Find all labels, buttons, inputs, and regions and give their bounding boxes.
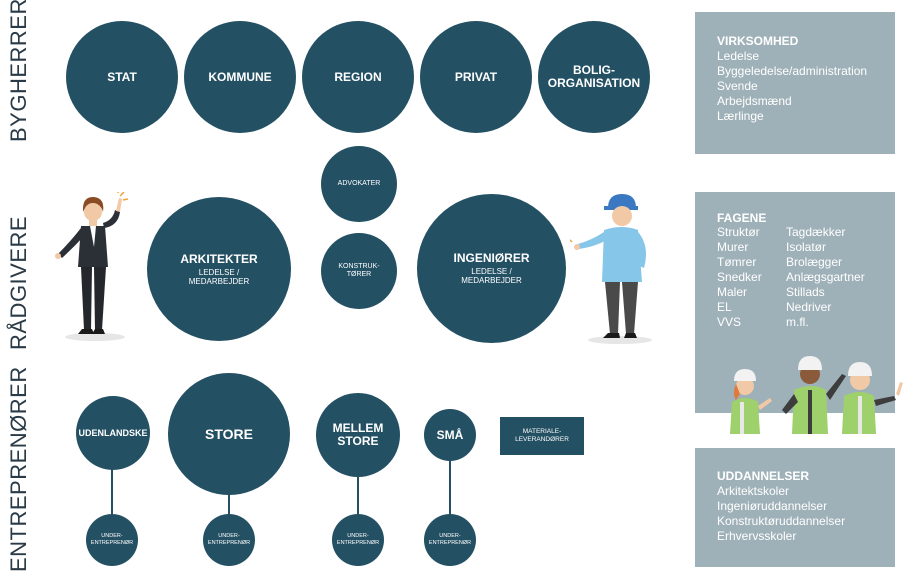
ingenioerer-sub: LEDELSE / MEDARBEJDER — [461, 267, 522, 285]
arkitekter-sub: LEDELSE / MEDARBEJDER — [188, 267, 250, 286]
circle-privat: PRIVAT — [420, 21, 532, 133]
label-entreprenoerer: ENTREPRENØRER — [6, 366, 31, 572]
fagene-col2: Tagdækker Isolatør Brolægger Anlægsgartn… — [786, 225, 865, 330]
fag-item: Brolægger — [786, 255, 843, 269]
circle-underentreprenoer-4: UNDER- ENTREPRENØR — [424, 514, 476, 566]
virksomhed-item: Ledelse — [717, 49, 760, 63]
advokater-label: ADVOKATER — [337, 180, 381, 187]
connector-udenlandske — [111, 468, 113, 516]
workers-illustration — [730, 356, 903, 434]
kommune-label: KOMMUNE — [208, 69, 272, 84]
fag-item: Isolatør — [786, 240, 827, 254]
fag-item: Anlægsgartner — [786, 270, 865, 284]
privat-label: PRIVAT — [454, 69, 498, 84]
virksomhed-item: Lærlinge — [717, 109, 764, 123]
circle-udenlandske: UDENLANDSKE — [76, 396, 150, 470]
underentreprenoer-label: UNDER- ENTREPRENØR — [207, 533, 251, 546]
label-raadgivere: RÅDGIVERE — [6, 215, 31, 350]
smaa-label: SMÅ — [436, 427, 464, 442]
circle-boligorganisation: BOLIG- ORGANISATION — [538, 21, 650, 133]
circle-stat: STAT — [66, 21, 178, 133]
circle-ingenioerer: INGENIØRER LEDELSE / MEDARBEJDER — [417, 194, 566, 343]
materiale-leverandoerer-box: MATERIALE- LEVERANDØRER — [500, 417, 584, 455]
fagene-col1: Struktør Murer Tømrer Snedker Maler EL V… — [717, 225, 786, 330]
store-label: STORE — [205, 425, 253, 442]
connector-smaa — [449, 459, 451, 516]
underentreprenoer-label: UNDER- ENTREPRENØR — [90, 533, 134, 546]
fag-item: Murer — [717, 240, 749, 254]
underentreprenoer-label: UNDER- ENTREPRENØR — [336, 533, 380, 546]
fag-item: VVS — [717, 315, 742, 329]
circle-underentreprenoer-2: UNDER- ENTREPRENØR — [203, 514, 255, 566]
uddannelser-box: UDDANNELSER Arkitektskoler Ingeniøruddan… — [695, 448, 895, 567]
circle-underentreprenoer-3: UNDER- ENTREPRENØR — [332, 514, 384, 566]
connector-store — [228, 493, 230, 516]
stat-label: STAT — [107, 69, 137, 84]
circle-store: STORE — [168, 373, 290, 495]
udenlandske-label: UDENLANDSKE — [78, 427, 148, 438]
virksomhed-heading: VIRKSOMHED — [717, 34, 799, 48]
fag-item: EL — [717, 300, 732, 314]
connector-mellemstore — [357, 475, 359, 516]
circle-mellemstore: MELLEM STORE — [316, 393, 400, 477]
circle-arkitekter: ARKITEKTER LEDELSE / MEDARBEJDER — [147, 197, 291, 341]
circle-smaa: SMÅ — [424, 409, 476, 461]
engineer-figure-illustration — [570, 194, 652, 344]
woman-figure-illustration — [55, 192, 129, 341]
fagene-heading: FAGENE — [717, 211, 767, 225]
boligorganisation-label: BOLIG- ORGANISATION — [547, 63, 641, 90]
fag-item: Stillads — [786, 285, 825, 299]
fag-item: Snedker — [717, 270, 762, 284]
uddannelse-item: Arkitektskoler — [717, 484, 790, 498]
circle-advokater: ADVOKATER — [321, 146, 397, 222]
fag-item: m.fl. — [786, 315, 809, 329]
fag-item: Nedriver — [786, 300, 832, 314]
konstruktoerer-label: KONSTRUK- TØRER — [338, 263, 380, 278]
uddannelse-item: Konstruktøruddannelser — [717, 514, 846, 528]
virksomhed-box: VIRKSOMHED Ledelse Byggeledelse/administ… — [695, 12, 895, 154]
circle-konstruktoerer: KONSTRUK- TØRER — [321, 233, 397, 309]
fag-item: Tagdækker — [786, 225, 846, 239]
ingenioerer-title: INGENIØRER — [453, 251, 530, 265]
virksomhed-item: Byggeledelse/administration — [717, 64, 868, 78]
virksomhed-item: Arbejdsmænd — [717, 94, 792, 108]
underentreprenoer-label: UNDER- ENTREPRENØR — [428, 533, 472, 546]
label-bygherrer: BYGHERRER — [6, 0, 31, 142]
uddannelser-heading: UDDANNELSER — [717, 469, 810, 483]
arkitekter-title: ARKITEKTER — [180, 251, 258, 266]
uddannelse-item: Ingeniøruddannelser — [717, 499, 828, 513]
circle-region: REGION — [302, 21, 414, 133]
uddannelse-item: Erhvervsskoler — [717, 529, 797, 543]
circle-underentreprenoer-1: UNDER- ENTREPRENØR — [86, 514, 138, 566]
fag-item: Tømrer — [717, 255, 757, 269]
mellemstore-label: MELLEM STORE — [332, 421, 384, 448]
fag-item: Maler — [717, 285, 748, 299]
fag-item: Struktør — [717, 225, 760, 239]
virksomhed-item: Svende — [717, 79, 758, 93]
region-label: REGION — [334, 69, 382, 84]
circle-kommune: KOMMUNE — [184, 21, 296, 133]
fagene-columns: Struktør Murer Tømrer Snedker Maler EL V… — [717, 225, 895, 330]
